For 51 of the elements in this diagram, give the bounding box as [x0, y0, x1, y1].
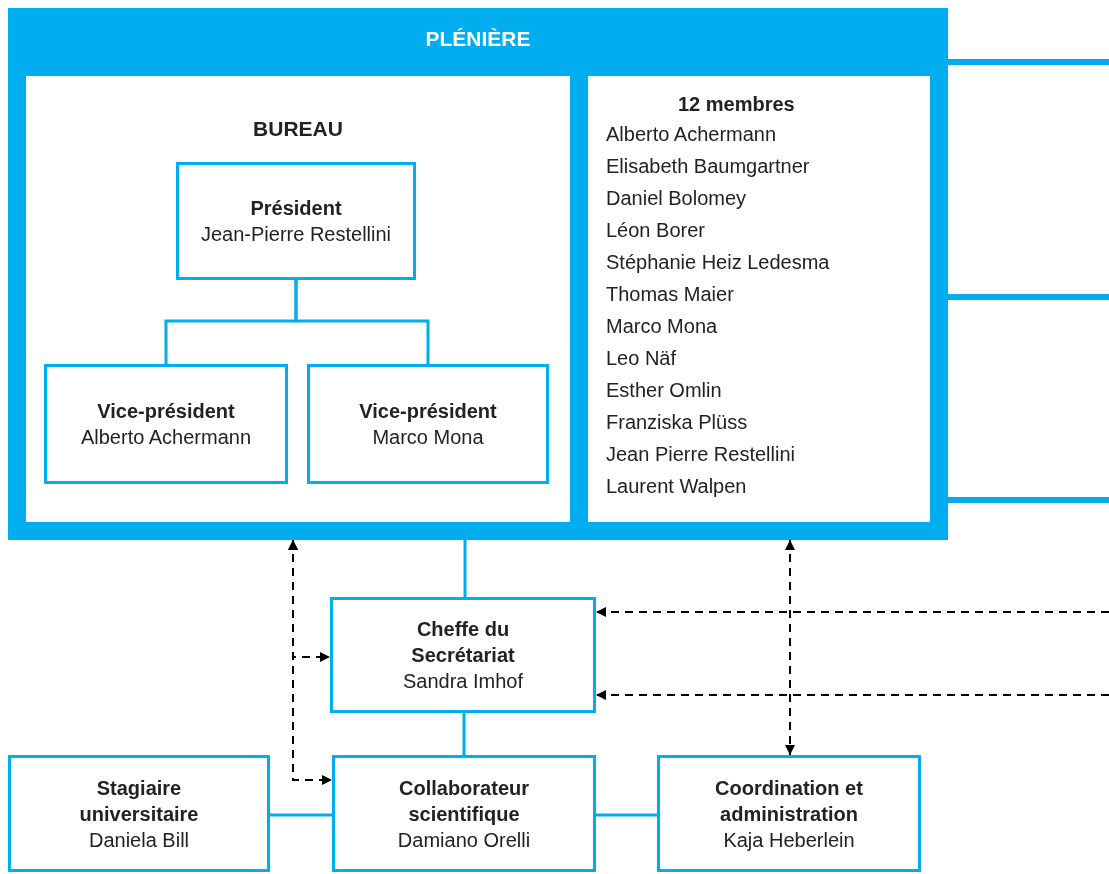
dashed-arrow: [595, 607, 1109, 617]
org-box: [8, 755, 270, 872]
role-title: Vice-président: [97, 399, 235, 424]
org-box: [44, 364, 288, 484]
person-name: Jean-Pierre Restellini: [200, 222, 392, 247]
connector-line: [463, 540, 467, 597]
person-name: Marco Mona: [372, 425, 484, 450]
heading: PLÉNIÈRE: [424, 26, 532, 52]
connector-line: [462, 713, 466, 755]
plenary-panel: [8, 8, 948, 540]
dashed-arrow: [595, 690, 1109, 700]
member-name: Franziska Plüss: [606, 410, 748, 435]
person-name: Kaja Heberlein: [723, 827, 855, 853]
connector-line: [948, 59, 1109, 65]
members-panel: [588, 76, 930, 522]
role-title: Cheffe du Secrétariat: [410, 617, 516, 668]
member-name: Léon Borer: [606, 218, 705, 243]
person-name: Damiano Orelli: [397, 827, 531, 853]
role-title: Coordination et administration: [714, 775, 864, 827]
member-name: Alberto Achermann: [606, 122, 777, 147]
connector-line: [948, 497, 1109, 503]
org-box: [307, 364, 549, 484]
role-title: Collaborateur scientifique: [398, 775, 530, 827]
member-name: Daniel Bolomey: [606, 186, 747, 211]
heading: BUREAU: [252, 116, 344, 142]
member-name: Elisabeth Baumgartner: [606, 154, 810, 179]
connector-line: [596, 813, 657, 817]
person-name: Sandra Imhof: [402, 669, 524, 694]
connector-line: [294, 280, 430, 364]
role-title: Stagiaire universitaire: [78, 775, 200, 827]
person-name: Alberto Achermann: [80, 425, 252, 450]
member-name: Stéphanie Heiz Ledesma: [606, 250, 830, 275]
dashed-arrow: [785, 539, 795, 756]
org-box: [330, 597, 596, 713]
connector-line: [270, 813, 332, 817]
member-name: Esther Omlin: [606, 378, 722, 403]
dashed-arrow: [288, 539, 333, 785]
member-name: Thomas Maier: [606, 282, 734, 307]
member-name: Laurent Walpen: [606, 474, 747, 499]
heading: 12 membres: [678, 92, 795, 117]
member-name: Jean Pierre Restellini: [606, 442, 795, 467]
org-box: [332, 755, 596, 872]
person-name: Daniela Bill: [88, 827, 190, 853]
org-box: [176, 162, 416, 280]
section-panel: [26, 76, 570, 522]
member-name: Marco Mona: [606, 314, 718, 339]
member-name: Leo Näf: [606, 346, 677, 371]
role-title: Vice-président: [359, 399, 497, 424]
org-box: [657, 755, 921, 872]
connector-line: [948, 294, 1109, 300]
role-title: Président: [250, 196, 342, 221]
